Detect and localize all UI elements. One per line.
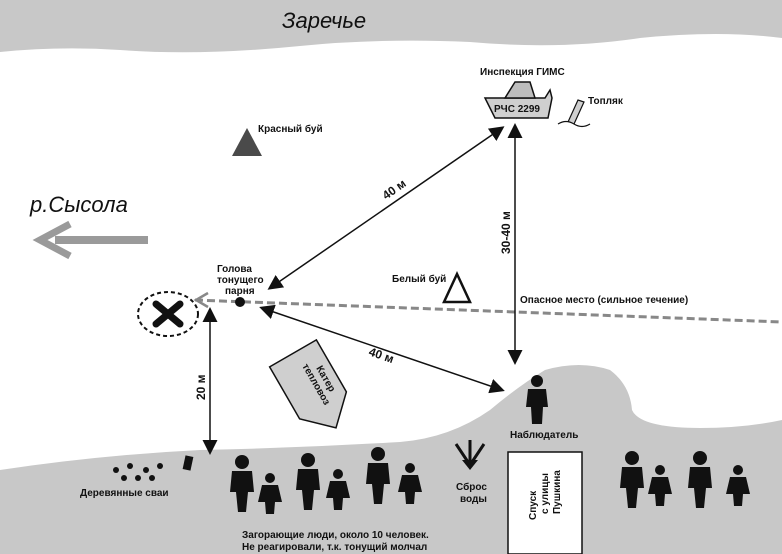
distance-to-inspection: 40 м	[380, 176, 409, 202]
far-bank-label: Заречье	[282, 8, 366, 33]
person-icon	[326, 469, 350, 510]
descent-label-line1: Спуск	[528, 490, 539, 520]
inspection-label: Инспекция ГИМС	[480, 67, 565, 78]
person-icon	[688, 451, 712, 508]
person-icon	[620, 451, 644, 508]
discharge-label-line1: Сброс	[456, 481, 487, 493]
cross-mark-icon	[152, 300, 184, 328]
head-marker-icon	[235, 297, 245, 307]
descent-label-line2: с улицы	[540, 473, 551, 514]
distance-to-observer: 40 м	[367, 345, 396, 367]
drowning-spot-circle	[137, 291, 199, 337]
danger-arrow-icon	[193, 291, 209, 309]
white-buoy-label: Белый буй	[392, 273, 446, 285]
river-flow-arrow-icon	[32, 220, 148, 260]
sunbathers-group	[230, 447, 422, 514]
near-bank	[0, 365, 782, 554]
drowned-log-icon	[557, 99, 591, 128]
distance-inspection-to-shore: 30-40 м	[499, 211, 513, 254]
person-icon	[230, 455, 254, 512]
boat-icon	[483, 81, 553, 119]
right-bathers-group	[620, 451, 750, 508]
piles-label: Деревянные сваи	[80, 488, 169, 499]
discharge-arrow-icon	[454, 440, 486, 470]
head-label-line1: Голова	[217, 264, 252, 275]
white-buoy-icon	[442, 271, 472, 304]
descent-label-line3: Пушкина	[552, 470, 563, 514]
red-buoy-icon	[232, 128, 262, 156]
far-bank	[0, 0, 782, 53]
danger-label: Опасное место (сильное течение)	[520, 295, 688, 306]
danger-line	[194, 298, 782, 324]
observer-person-icon	[526, 375, 548, 424]
person-icon	[296, 453, 320, 510]
drowned-log-label: Топляк	[588, 96, 624, 107]
head-label-line3: парня	[225, 286, 255, 297]
arrow-head-to-observer	[259, 304, 505, 394]
head-label-line2: тонущего	[217, 275, 264, 286]
distance-to-shore: 20 м	[194, 374, 208, 400]
wooden-piles-icon	[113, 455, 194, 481]
person-icon	[726, 465, 750, 506]
sunbathers-label-line1: Загорающие люди, около 10 человек.	[242, 530, 429, 541]
person-icon	[398, 463, 422, 504]
person-icon	[366, 447, 390, 504]
person-icon	[648, 465, 672, 506]
arrow-head-to-inspection	[267, 126, 505, 290]
red-buoy-label: Красный буй	[258, 123, 323, 135]
sunbathers-label-line2: Не реагировали, т.к. тонущий молчал	[242, 542, 427, 553]
descent-road	[507, 451, 583, 554]
observer-label: Наблюдатель	[510, 429, 578, 441]
person-icon	[258, 473, 282, 514]
river-label: р.Сысола	[29, 192, 128, 217]
discharge-label-line2: воды	[460, 494, 487, 505]
katamaran-icon	[268, 338, 348, 429]
boat-id-label: РЧС 2299	[494, 104, 540, 115]
